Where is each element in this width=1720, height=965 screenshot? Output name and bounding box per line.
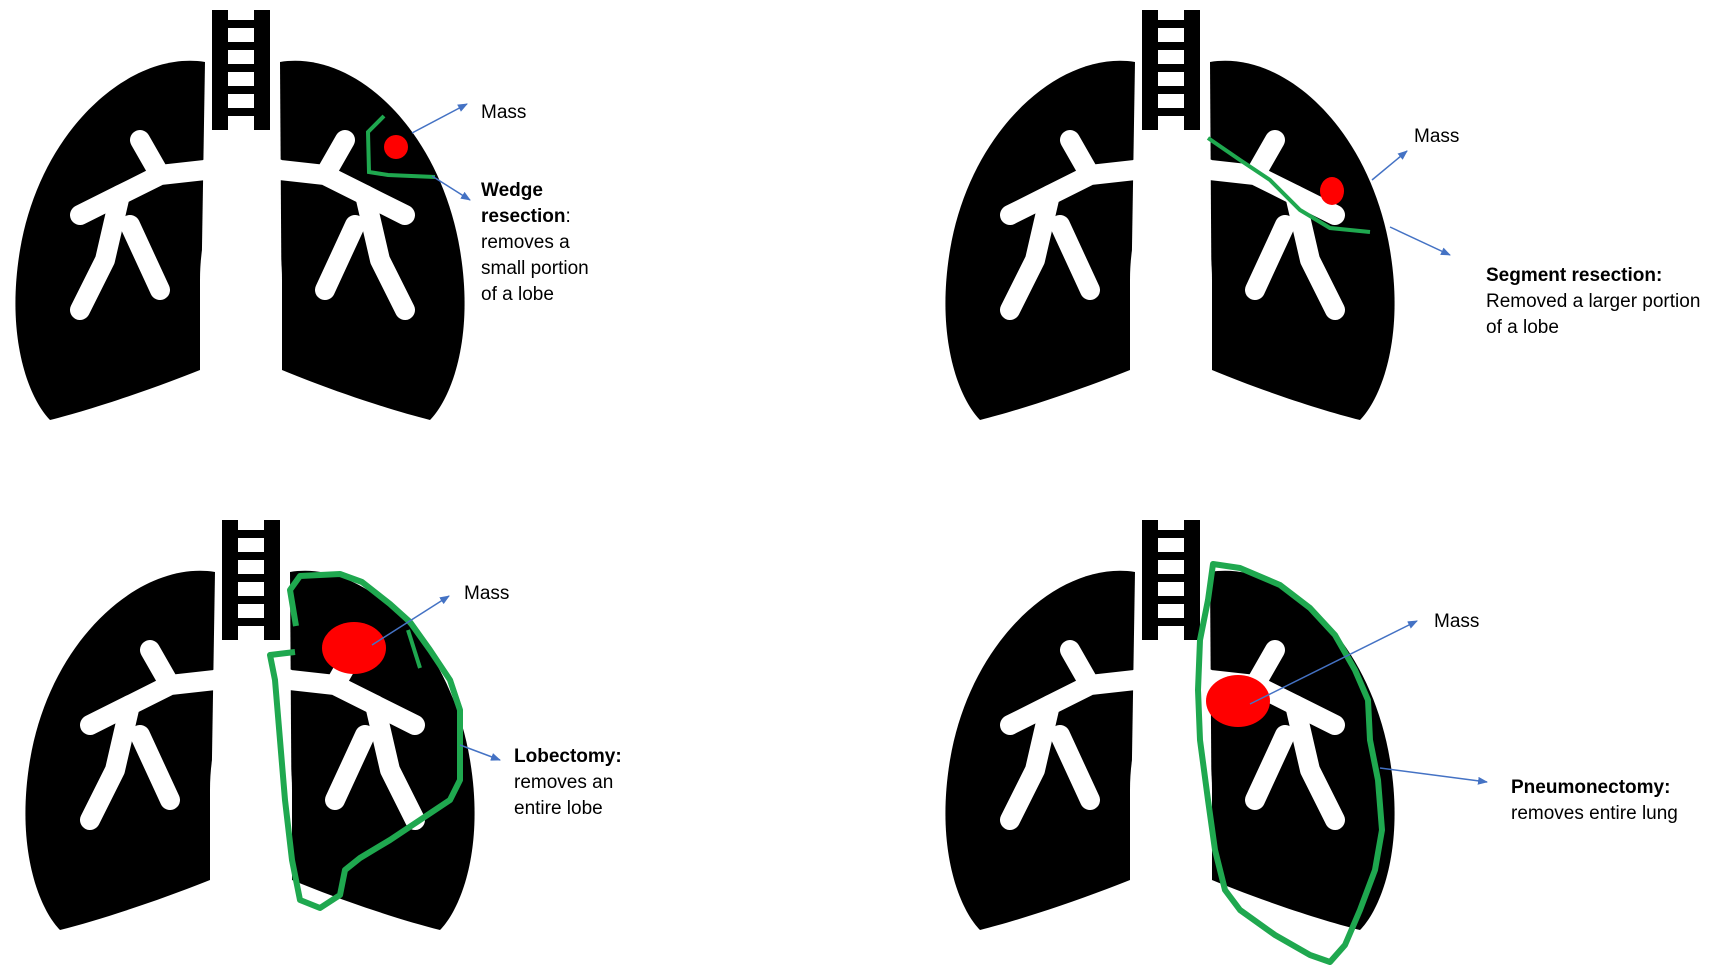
lungs-icon — [15, 10, 464, 420]
wedge-title: Wedge resection — [481, 180, 565, 227]
wedge-description: removes a small portion of a lobe — [481, 232, 589, 305]
panel-segment — [945, 10, 1450, 420]
lungs-icon — [945, 520, 1394, 930]
lobectomy-caption: Lobectomy: removes an entire lobe — [514, 744, 634, 822]
mass-label-segment: Mass — [1414, 124, 1459, 150]
lungs-icon — [945, 10, 1394, 420]
lobectomy-description: removes an entire lobe — [514, 772, 613, 819]
mass-label-wedge: Mass — [481, 100, 526, 126]
lungs-icon — [25, 520, 474, 930]
segment-title: Segment resection: — [1486, 265, 1662, 286]
pneumonectomy-caption: Pneumonectomy: removes entire lung — [1511, 775, 1711, 827]
wedge-caption: Wedge resection: removes a small portion… — [481, 178, 601, 308]
panel-lobectomy — [25, 520, 500, 930]
pneumonectomy-description: removes entire lung — [1511, 803, 1678, 824]
mass-label-lobectomy: Mass — [464, 581, 509, 607]
pneumonectomy-title: Pneumonectomy: — [1511, 777, 1670, 798]
segment-description: Removed a larger portion of a lobe — [1486, 291, 1700, 338]
panel-pneumonectomy — [945, 520, 1487, 962]
lobectomy-title: Lobectomy: — [514, 746, 622, 767]
mass-label-pneumonectomy: Mass — [1434, 609, 1479, 635]
segment-caption: Segment resection: Removed a larger port… — [1486, 263, 1716, 341]
panel-wedge — [15, 10, 470, 420]
